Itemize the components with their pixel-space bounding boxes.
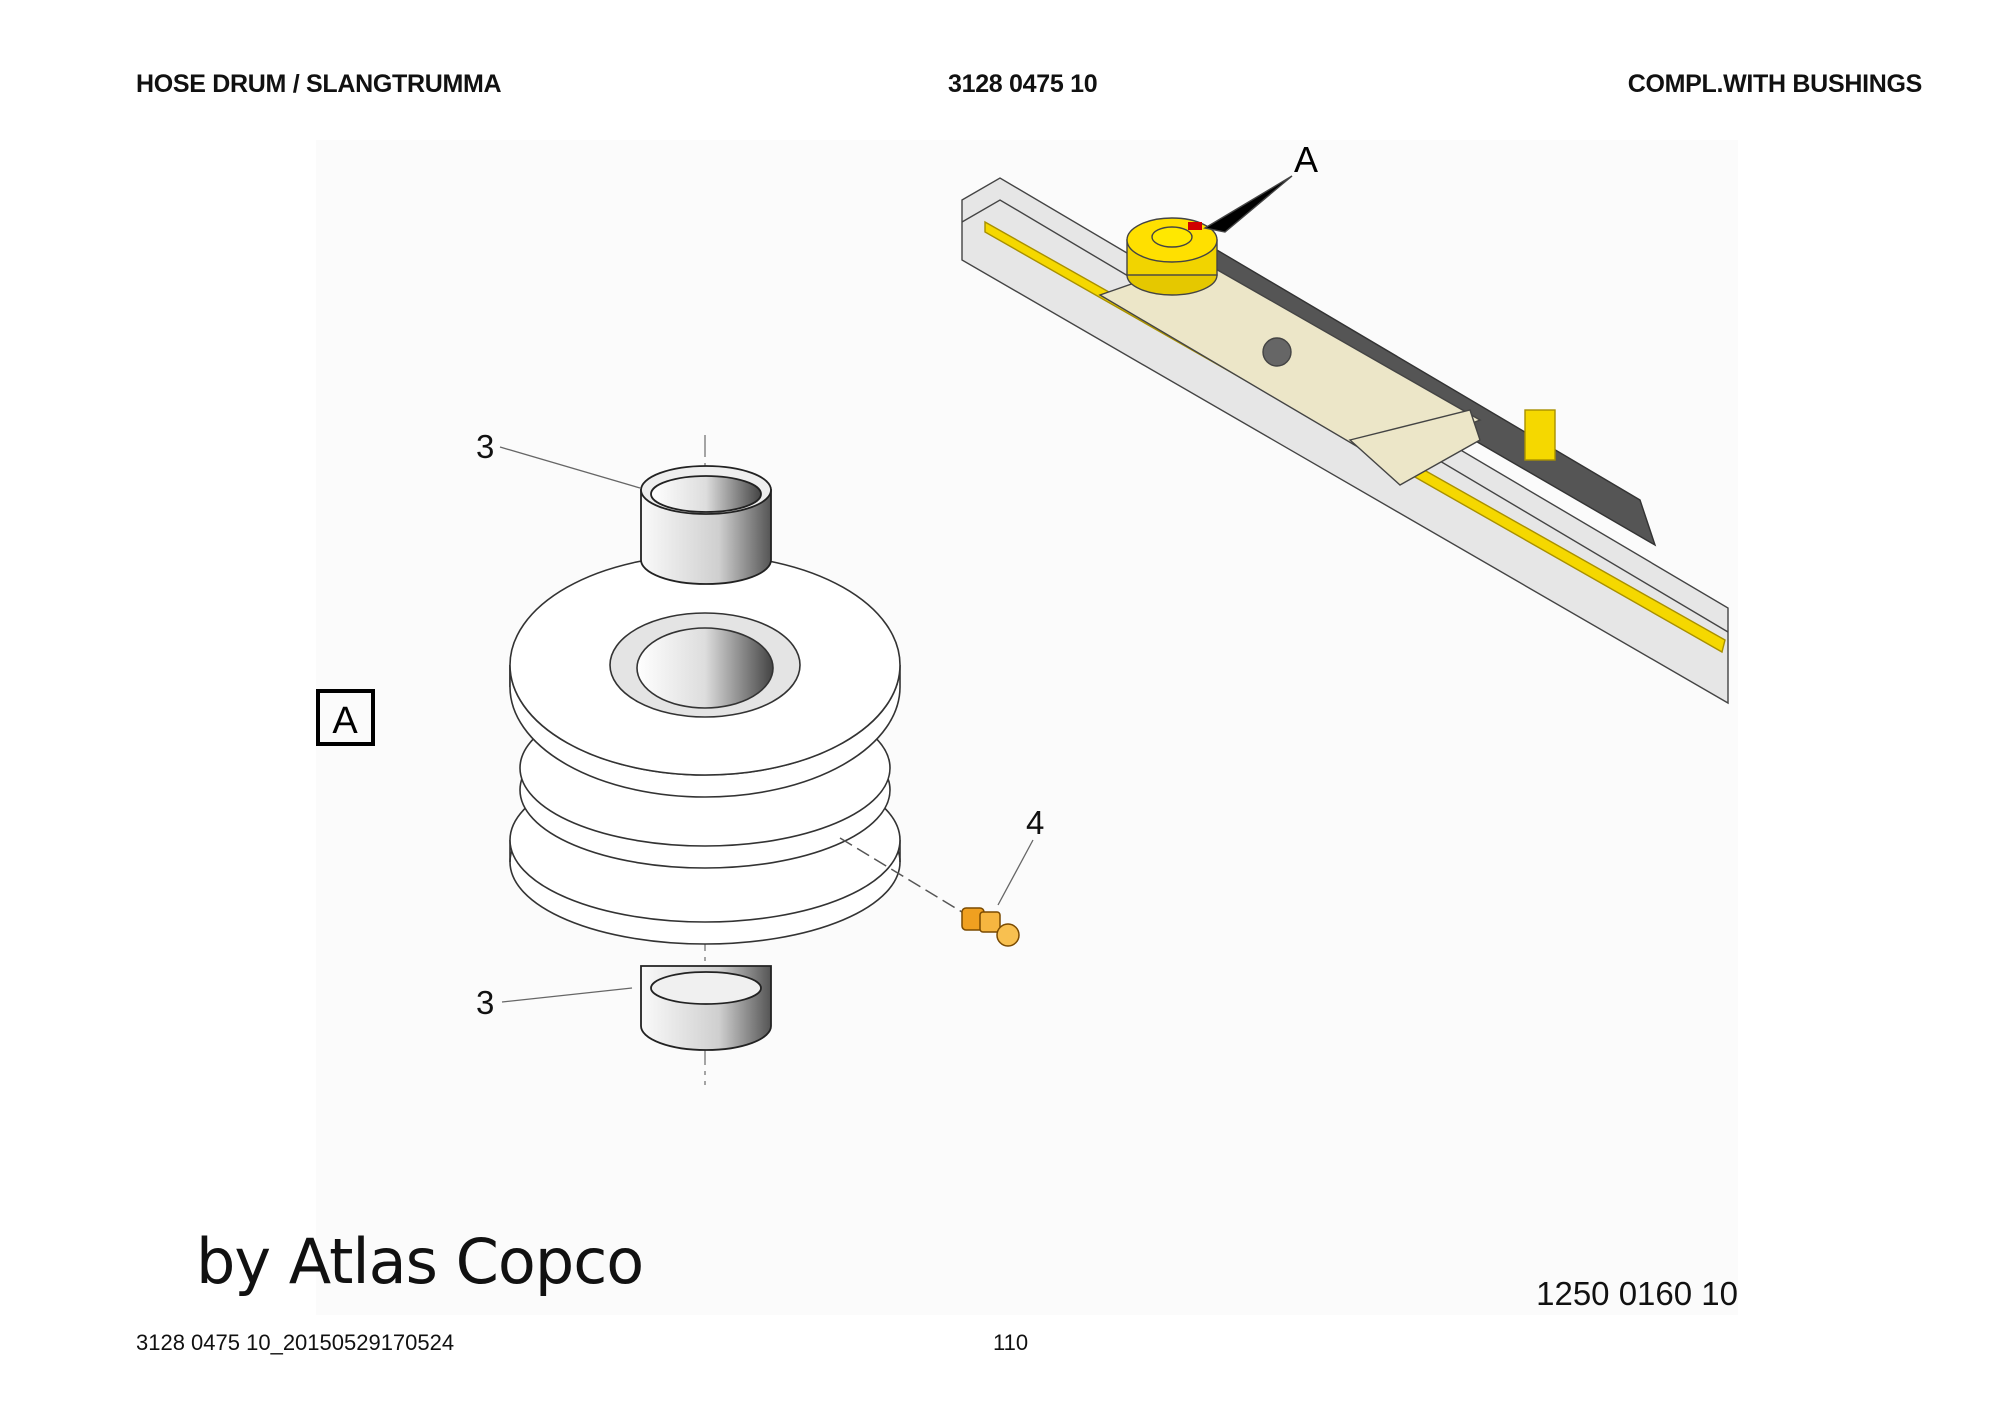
callout-4: 4 xyxy=(1026,804,1044,841)
detail-pointer-label: A xyxy=(1294,139,1318,180)
footer-document-id: 3128 0475 10_20150529170524 xyxy=(136,1330,455,1355)
figure-number: 1250 0160 10 xyxy=(1536,1275,1738,1312)
bushing-bottom xyxy=(640,965,772,1051)
grease-nipple xyxy=(961,907,1020,947)
callouts: 3 3 4 xyxy=(476,428,1044,1021)
callout-3-top: 3 xyxy=(476,428,494,465)
rail-assembly xyxy=(961,175,1729,705)
callout-3-bottom: 3 xyxy=(476,984,494,1021)
detail-label: A xyxy=(332,700,358,742)
brand-watermark: by Atlas Copco xyxy=(196,1225,644,1298)
detail-a-box: A xyxy=(316,689,375,746)
bushing-top xyxy=(640,465,772,585)
header-part-number: 3128 0475 10 xyxy=(948,70,1098,98)
drum-overview xyxy=(1126,217,1218,296)
footer-page-number: 110 xyxy=(993,1330,1029,1355)
header-title: HOSE DRUM / SLANGTRUMMA xyxy=(136,70,502,98)
hose-drum xyxy=(509,554,901,945)
header-description: COMPL.WITH BUSHINGS xyxy=(1627,70,1923,98)
